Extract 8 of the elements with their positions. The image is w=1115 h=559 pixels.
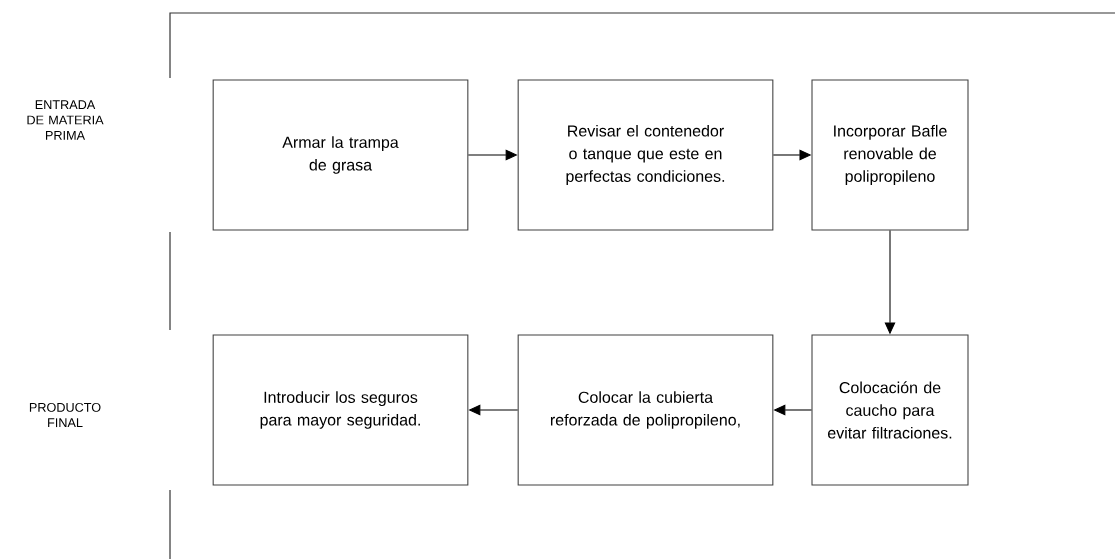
process-box: Armar la trampa de grasa: [212, 79, 469, 231]
process-box: Revisar el contenedor o tanque que este en perfectas condiciones.: [517, 79, 774, 231]
side-label: PRODUCTO FINAL: [29, 402, 101, 428]
process-box: Introducir los seguros para mayor seguridad.: [212, 334, 469, 486]
process-box: Colocar la cubierta reforzada de polipropileno,: [517, 334, 774, 486]
process-box: Incorporar Bafle renovable de polipropileno: [811, 79, 969, 231]
process-box: Colocación de caucho para evitar filtraciones.: [811, 334, 969, 486]
side-label: ENTRADA DE MATERIA PRIMA: [27, 100, 104, 140]
